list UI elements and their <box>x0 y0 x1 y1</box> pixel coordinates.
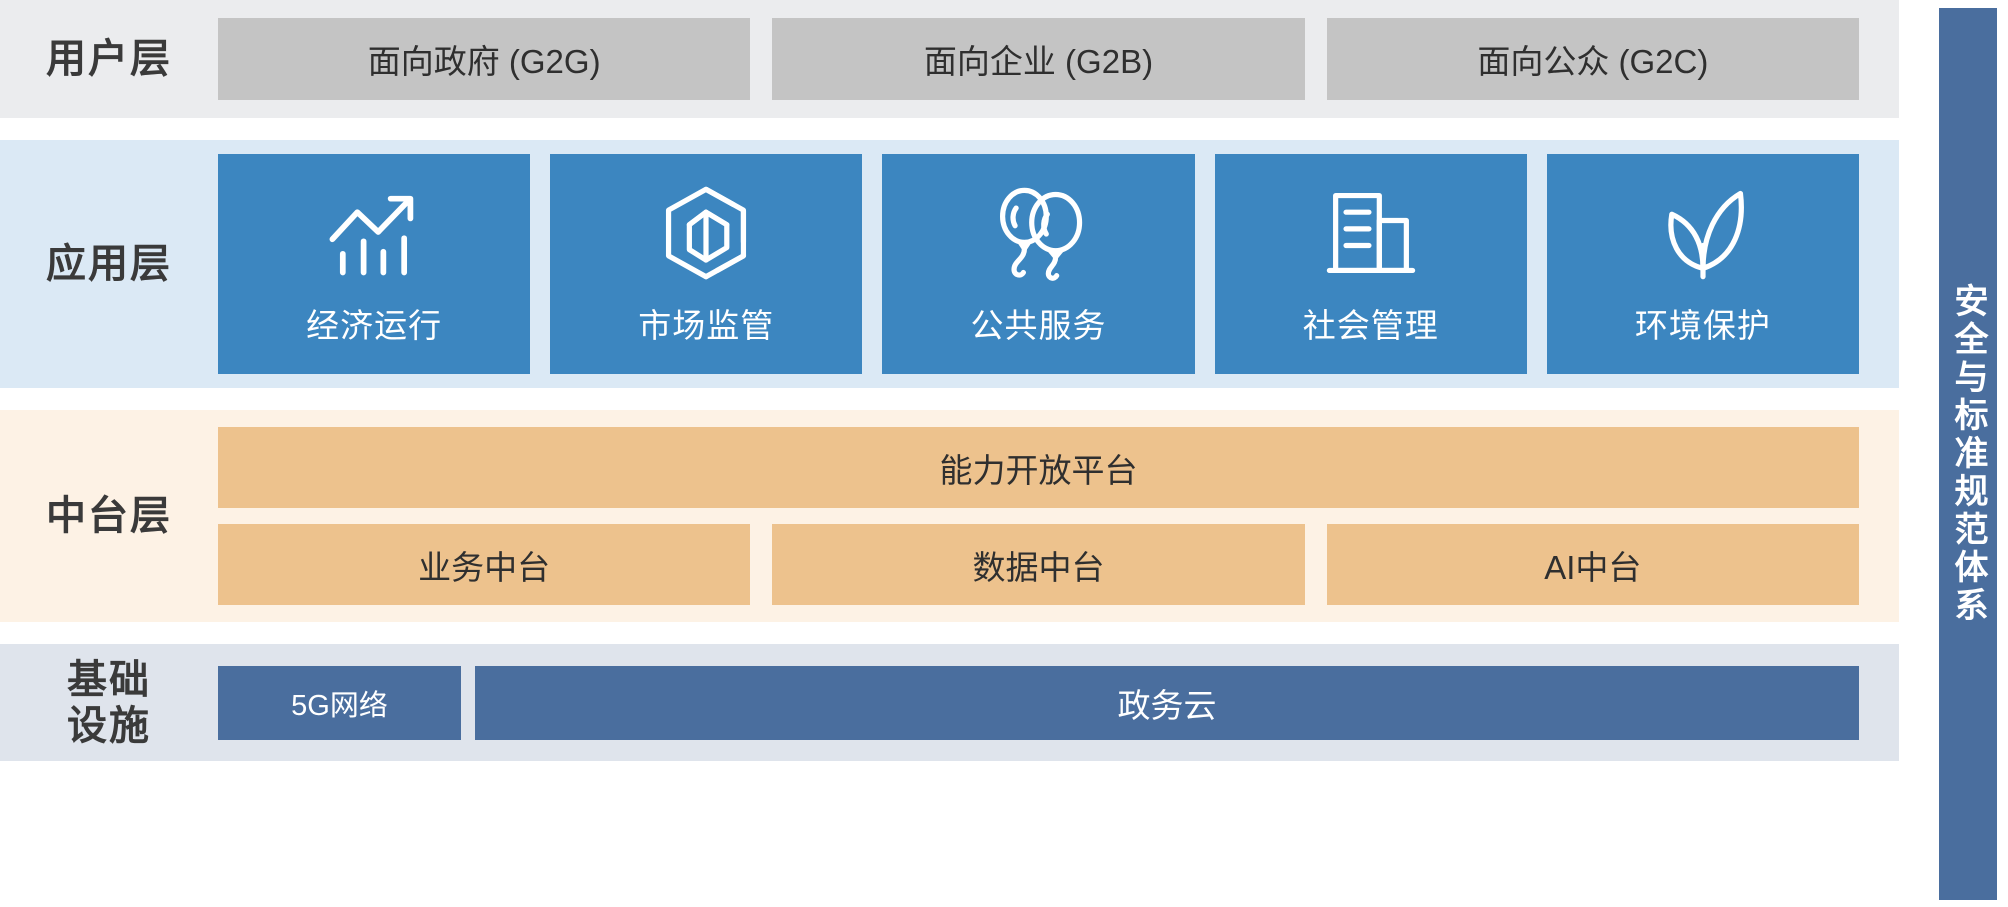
layer-stack: 用户层 面向政府 (G2G) 面向企业 (G2B) 面向公众 (G2C) 应用层 <box>0 0 1899 761</box>
mid-card-ai[interactable]: AI中台 <box>1326 524 1859 605</box>
security-standards-bar[interactable]: 安全与标准规范体系 <box>1939 8 1997 900</box>
capability-open-platform-card[interactable]: 能力开放平台 <box>218 427 1859 508</box>
app-card-market-regulation[interactable]: 市场监管 <box>550 154 863 374</box>
building-icon <box>1319 181 1423 285</box>
infrastructure-layer-cards: 5G网络 政务云 <box>218 665 1899 740</box>
band-gap-3 <box>0 622 1899 644</box>
app-card-economic-operation[interactable]: 经济运行 <box>218 154 531 374</box>
app-card-social-management[interactable]: 社会管理 <box>1214 154 1527 374</box>
user-layer-cards: 面向政府 (G2G) 面向企业 (G2B) 面向公众 (G2C) <box>218 18 1899 100</box>
hexagon-shield-icon <box>654 181 758 285</box>
app-card-label: 经济运行 <box>306 307 443 344</box>
application-layer-band: 应用层 经济运行 <box>0 140 1899 388</box>
app-card-label: 社会管理 <box>1302 307 1439 344</box>
mid-card-business[interactable]: 业务中台 <box>218 524 751 605</box>
user-card-g2b[interactable]: 面向企业 (G2B) <box>772 18 1305 100</box>
infra-card-government-cloud[interactable]: 政务云 <box>475 665 1859 740</box>
balloons-icon <box>987 181 1091 285</box>
leaf-icon <box>1651 181 1755 285</box>
band-gap-2 <box>0 388 1899 410</box>
infra-card-5g-network[interactable]: 5G网络 <box>218 665 461 740</box>
app-card-label: 环境保护 <box>1634 307 1771 344</box>
growth-chart-icon <box>322 181 426 285</box>
infrastructure-layer-band: 基础 设施 5G网络 政务云 <box>0 644 1899 761</box>
middle-platform-layer-cards: 能力开放平台 业务中台 数据中台 AI中台 <box>218 427 1899 605</box>
app-card-public-service[interactable]: 公共服务 <box>882 154 1195 374</box>
user-layer-band: 用户层 面向政府 (G2G) 面向企业 (G2B) 面向公众 (G2C) <box>0 0 1899 118</box>
security-standards-label: 安全与标准规范体系 <box>1949 283 1987 625</box>
user-layer-label: 用户层 <box>46 37 172 81</box>
app-card-environment-protection[interactable]: 环境保护 <box>1546 154 1860 374</box>
middle-platform-card-row: 业务中台 数据中台 AI中台 <box>218 524 1859 605</box>
middle-platform-layer-label: 中台层 <box>46 494 172 538</box>
application-layer-label: 应用层 <box>46 242 172 286</box>
mid-card-data[interactable]: 数据中台 <box>772 524 1305 605</box>
application-layer-cards: 经济运行 市场监管 <box>218 154 1899 374</box>
middle-platform-layer-band: 中台层 能力开放平台 业务中台 数据中台 AI中台 <box>0 410 1899 622</box>
user-card-g2g[interactable]: 面向政府 (G2G) <box>218 18 751 100</box>
app-card-label: 市场监管 <box>638 307 775 344</box>
band-gap-1 <box>0 118 1899 140</box>
user-card-g2c[interactable]: 面向公众 (G2C) <box>1326 18 1859 100</box>
infrastructure-layer-label: 基础 设施 <box>67 657 151 748</box>
app-card-label: 公共服务 <box>970 307 1107 344</box>
